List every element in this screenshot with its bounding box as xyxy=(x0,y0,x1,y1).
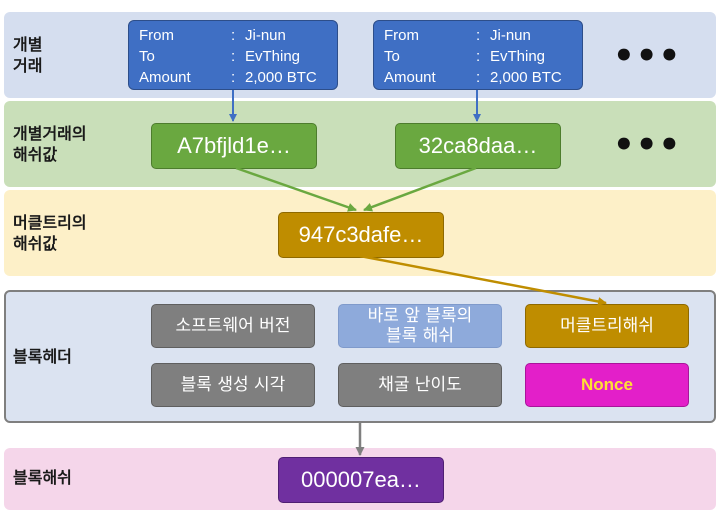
tx-to-row: To : EvThing xyxy=(139,46,337,67)
tx-from-row: From : Ji-nun xyxy=(384,25,582,46)
individual-tx-label: 개별 거래 xyxy=(13,34,42,76)
tx-key: From xyxy=(384,27,419,44)
merkle-hash-field: 머클트리해쉬 xyxy=(525,304,689,348)
label-line: 머클트리의 xyxy=(13,213,87,232)
block-hash-label: 블록해쉬 xyxy=(13,468,72,487)
field-line: 블록 해쉬 xyxy=(386,326,454,346)
label-line: 거래 xyxy=(13,56,43,75)
arrow-merkle-to-header xyxy=(359,254,607,306)
label-line: 개별 xyxy=(13,35,43,54)
tx-from-row: From : Ji-nun xyxy=(139,25,337,46)
label-line: 개별거래의 xyxy=(13,124,87,143)
label-line: 해쉬값 xyxy=(13,145,58,164)
transaction-box-1: From : Ji-nun To : EvThing Amount : 2,00… xyxy=(128,20,338,90)
difficulty-field: 채굴 난이도 xyxy=(338,363,502,407)
tx-value: 2,000 BTC xyxy=(490,69,562,86)
tx-key: To xyxy=(139,48,155,65)
field-line: 바로 앞 블록의 xyxy=(367,306,473,326)
arrow-hash2-to-merkle xyxy=(363,166,477,212)
arrow-hash1-to-merkle xyxy=(235,166,357,212)
tx-hash-band xyxy=(4,101,716,187)
tx-amount-row: Amount : 2,000 BTC xyxy=(139,67,337,88)
label-line: 해쉬값 xyxy=(13,234,58,253)
tx-colon: : xyxy=(476,27,481,44)
transaction-box-2: From : Ji-nun To : EvThing Amount : 2,00… xyxy=(373,20,583,90)
tx-value: Ji-nun xyxy=(245,27,286,44)
individual-tx-band xyxy=(4,12,716,98)
tx-colon: : xyxy=(231,69,236,86)
tx-colon: : xyxy=(231,27,236,44)
tx-to-row: To : EvThing xyxy=(384,46,582,67)
tx-colon: : xyxy=(231,48,236,65)
tx-value: Ji-nun xyxy=(490,27,531,44)
tx-key: From xyxy=(139,27,174,44)
merkle-root-box: 947c3dafe… xyxy=(278,212,444,258)
tx-colon: : xyxy=(476,48,481,65)
tx-key: Amount xyxy=(384,69,436,86)
tx-hash-box-1: A7bfjld1e… xyxy=(151,123,317,169)
tx-hash-label: 개별거래의 해쉬값 xyxy=(13,123,87,165)
software-version-field: 소프트웨어 버전 xyxy=(151,304,315,348)
tx-amount-row: Amount : 2,000 BTC xyxy=(384,67,582,88)
tx-key: Amount xyxy=(139,69,191,86)
prev-block-hash-field: 바로 앞 블록의 블록 해쉬 xyxy=(338,304,502,348)
tx-value: EvThing xyxy=(490,48,546,65)
block-hash-box: 000007ea… xyxy=(278,457,444,503)
tx-hash-box-2: 32ca8daa… xyxy=(395,123,561,169)
block-header-label: 블록헤더 xyxy=(13,347,72,366)
timestamp-field: 블록 생성 시각 xyxy=(151,363,315,407)
tx-key: To xyxy=(384,48,400,65)
tx-colon: : xyxy=(476,69,481,86)
merkle-hash-label: 머클트리의 해쉬값 xyxy=(13,212,87,254)
tx-value: EvThing xyxy=(245,48,301,65)
nonce-field: Nonce xyxy=(525,363,689,407)
tx-value: 2,000 BTC xyxy=(245,69,317,86)
